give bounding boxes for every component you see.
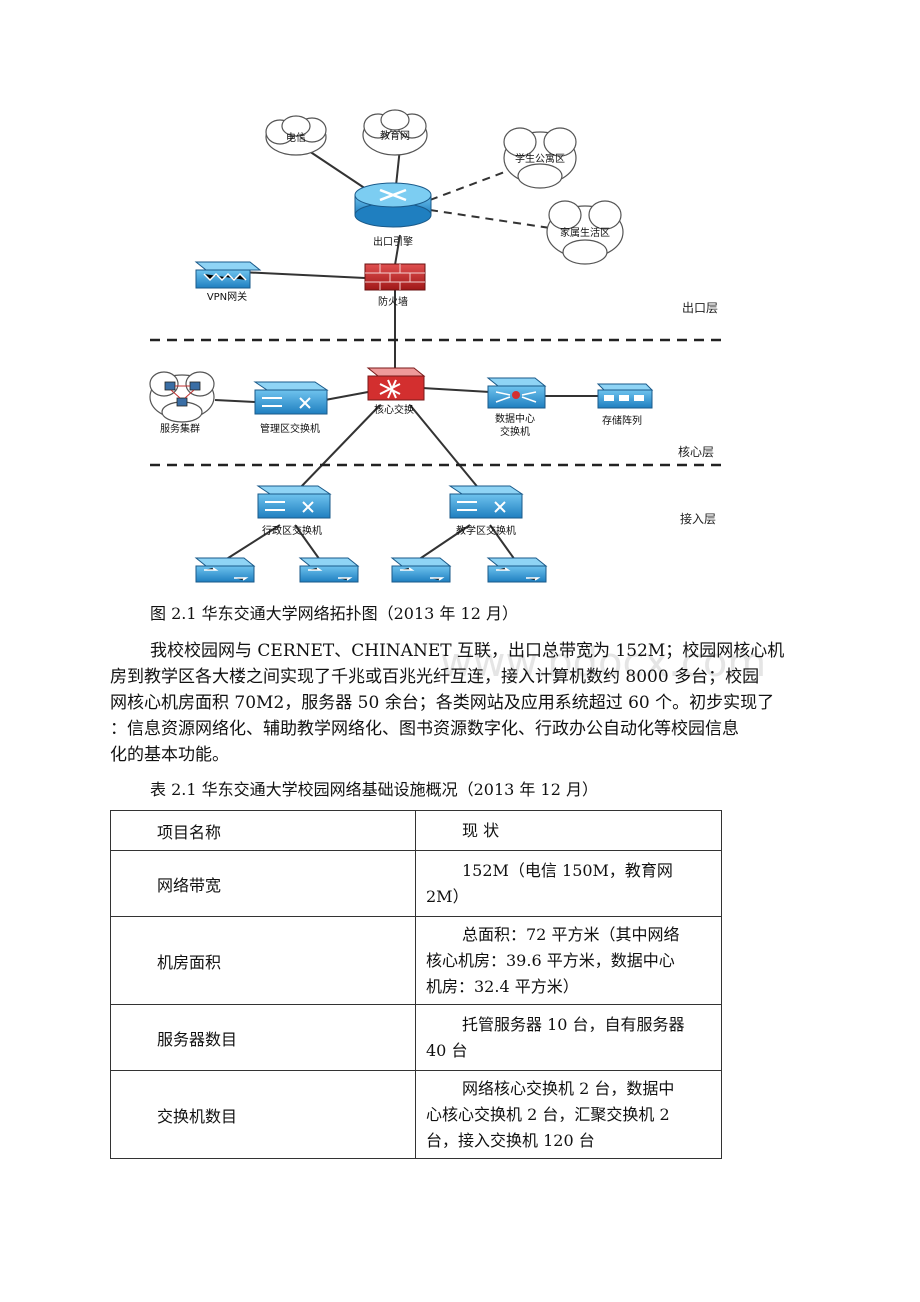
watermark: www.bdocx.com [440, 640, 767, 686]
admin-switch-label: 行政区交换机 [262, 524, 322, 537]
router-label: 出口引擎 [373, 235, 413, 248]
router-icon [354, 182, 432, 228]
table-row: 机房面积 总面积：72 平方米（其中网络 核心机房：39.6 平方米，数据中心 … [110, 916, 722, 1005]
dc-switch-label-2: 交换机 [500, 425, 530, 438]
figure-caption: 图 2.1 华东交通大学网络拓扑图（2013 年 12 月） [150, 604, 518, 623]
row-value-line: 托管服务器 10 台，自有服务器 [462, 1014, 685, 1034]
table-row: 服务器数目 托管服务器 10 台，自有服务器 40 台 [110, 1004, 722, 1071]
cloud-label-cluster: 服务集群 [160, 422, 200, 435]
row-value-line: 核心机房：39.6 平方米，数据中心 [426, 950, 675, 970]
header-status: 现 状 [415, 810, 722, 851]
dc-switch-label-1: 数据中心 [495, 412, 535, 425]
dc-switch-icon [486, 377, 547, 409]
paragraph-line: 房到教学区各大楼之间实现了千兆或百兆光纤互连，接入计算机数约 8000 多台；校… [110, 667, 760, 687]
paragraph-line: ：信息资源网络化、辅助教学网络化、图书资源数字化、行政办公自动化等校园信息 [110, 719, 739, 739]
paragraph-line: 化的基本功能。 [110, 745, 229, 765]
table-caption: 表 2.1 华东交通大学校园网络基础设施概况（2013 年 12 月） [150, 780, 598, 799]
network-topology-diagram: 电信 教育网 学生公寓区 家属生活区 服务集群 出口引擎 VPN网关 防火墙 核… [149, 109, 725, 583]
firewall-icon [364, 263, 426, 291]
cloud-server-cluster [149, 371, 215, 423]
row-value-line: 机房：32.4 平方米） [426, 976, 579, 996]
row-name: 服务器数目 [110, 1004, 416, 1071]
core-switch-icon [366, 367, 426, 401]
firewall-label: 防火墙 [378, 295, 408, 308]
header-item-name: 项目名称 [110, 810, 416, 851]
teach-switch-icon [448, 485, 524, 519]
cloud-family [546, 200, 624, 265]
admin-switch-icon [256, 485, 332, 519]
row-value: 网络核心交换机 2 台，数据中 心核心交换机 2 台，汇聚交换机 2 台，接入交… [415, 1070, 722, 1159]
table-row: 交换机数目 网络核心交换机 2 台，数据中 心核心交换机 2 台，汇聚交换机 2… [110, 1070, 722, 1159]
layer-label-core: 核心层 [678, 445, 714, 459]
layer-label-access: 接入层 [680, 511, 716, 526]
cloud-label-student: 学生公寓区 [515, 152, 565, 165]
row-value: 总面积：72 平方米（其中网络 核心机房：39.6 平方米，数据中心 机房：32… [415, 916, 722, 1005]
cloud-student [503, 127, 577, 189]
cloud-label-telecom: 电信 [286, 131, 306, 144]
storage-icon [596, 383, 654, 409]
access-switch-icon [194, 557, 256, 583]
access-switch-icon [486, 557, 548, 583]
row-name: 交换机数目 [110, 1070, 416, 1159]
layer-label-egress: 出口层 [682, 301, 718, 315]
row-value-line: 40 台 [426, 1040, 468, 1060]
row-name: 机房面积 [110, 916, 416, 1005]
vpn-gateway-icon [194, 261, 262, 289]
row-value-line: 台，接入交换机 120 台 [426, 1130, 595, 1150]
access-switch-icon [298, 557, 360, 583]
paragraph-line: 网核心机房面积 70M2，服务器 50 余台；各类网站及应用系统超过 60 个。… [110, 693, 775, 713]
row-value: 托管服务器 10 台，自有服务器 40 台 [415, 1004, 722, 1071]
table-row: 网络带宽 152M（电信 150M，教育网 2M） [110, 850, 722, 917]
cloud-cernet [362, 109, 428, 156]
teach-switch-label: 教学区交换机 [456, 524, 516, 537]
cloud-label-cernet: 教育网 [380, 129, 410, 142]
mgmt-switch-icon [253, 381, 329, 415]
row-value: 152M（电信 150M，教育网 2M） [415, 850, 722, 917]
row-value-line: 总面积：72 平方米（其中网络 [462, 924, 680, 944]
storage-label: 存储阵列 [602, 414, 642, 427]
table-header-row: 项目名称 现 状 [110, 810, 722, 851]
cloud-telecom [265, 115, 327, 156]
row-value-line: 心核心交换机 2 台，汇聚交换机 2 [426, 1104, 670, 1124]
row-value-line: 152M（电信 150M，教育网 [462, 860, 673, 880]
header-status-text: 现 状 [462, 820, 500, 840]
body-paragraph: 我校校园网与 CERNET、CHINANET 互联，出口总带宽为 152M；校园… [110, 638, 790, 768]
vpn-label: VPN网关 [207, 290, 247, 303]
row-name: 网络带宽 [110, 850, 416, 917]
row-value-line: 网络核心交换机 2 台，数据中 [462, 1078, 675, 1098]
paragraph-line: 我校校园网与 CERNET、CHINANET 互联，出口总带宽为 152M；校园… [150, 641, 785, 661]
cloud-label-family: 家属生活区 [560, 226, 610, 239]
access-switch-icon [390, 557, 452, 583]
core-switch-label: 核心交换 [374, 403, 414, 416]
infrastructure-table: 项目名称 现 状 网络带宽 152M（电信 150M，教育网 2M） 机房面积 … [110, 810, 722, 1159]
mgmt-switch-label: 管理区交换机 [260, 422, 320, 435]
row-value-line: 2M） [426, 886, 469, 906]
